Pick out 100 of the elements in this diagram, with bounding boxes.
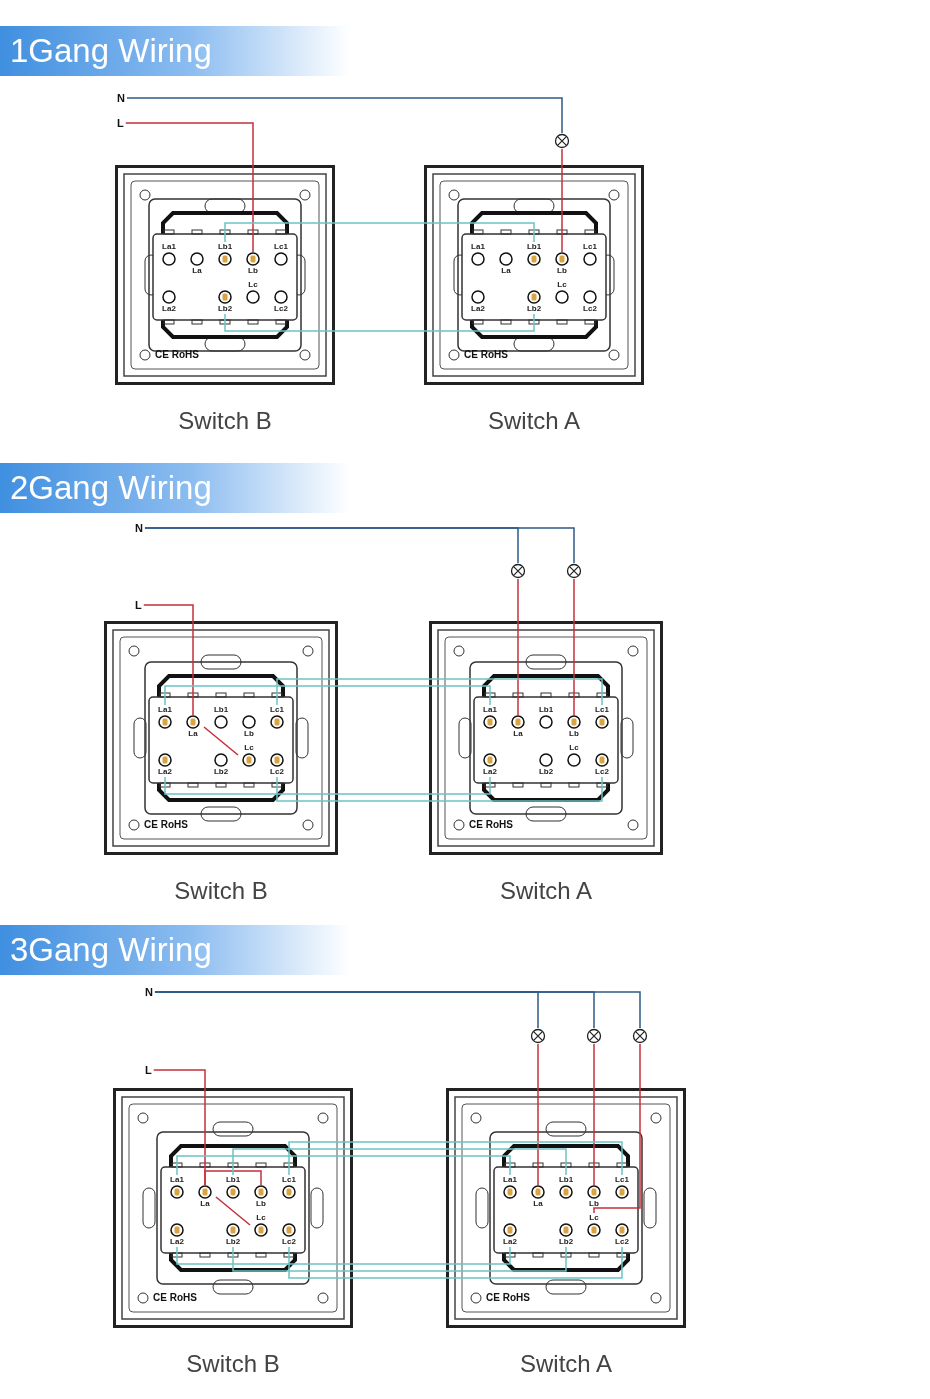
wire	[232, 1148, 567, 1176]
wire-label: L	[115, 117, 126, 129]
terminal-label: La	[188, 729, 198, 739]
terminal-label: Lc	[589, 1213, 599, 1223]
terminal-label: La	[501, 266, 511, 276]
terminal-label: La2	[170, 1237, 184, 1247]
terminal-label: Lb2	[213, 767, 229, 777]
switch-label: Switch B	[185, 1350, 281, 1378]
terminal-label: Lc	[256, 1213, 266, 1223]
certification-mark: CE RoHS	[486, 1292, 530, 1303]
wire	[224, 313, 535, 332]
terminal-label: Lb	[557, 266, 567, 276]
lamp-symbol	[632, 1028, 648, 1044]
wire	[215, 1196, 251, 1226]
terminal-label: La	[192, 266, 202, 276]
terminal-label: Lc	[569, 743, 579, 753]
terminal-label: Lb1	[213, 705, 229, 715]
terminal-label: Lb1	[538, 705, 554, 715]
wire	[203, 726, 239, 756]
terminal-label: La2	[162, 304, 176, 314]
switch-label: Switch B	[177, 407, 273, 435]
wire	[537, 1043, 539, 1186]
wire	[276, 678, 603, 706]
terminal-label: La2	[471, 304, 485, 314]
terminal-label: La1	[503, 1175, 517, 1185]
wire	[593, 1043, 641, 1214]
wire	[224, 222, 535, 243]
terminal-label: La2	[483, 767, 497, 777]
terminal-label: Lb2	[217, 304, 233, 314]
wire	[232, 1246, 567, 1272]
terminal-label: Lc1	[595, 705, 609, 715]
terminal-label: Lb	[256, 1199, 266, 1209]
terminal-label: La	[513, 729, 523, 739]
terminal-label: Lc	[248, 280, 258, 290]
wire	[126, 97, 563, 134]
wire	[276, 776, 603, 802]
switch-label: Switch A	[518, 1350, 613, 1378]
wire-label: L	[143, 1064, 154, 1076]
terminal-label: Lc1	[583, 242, 597, 252]
certification-mark: CE RoHS	[153, 1292, 197, 1303]
certification-mark: CE RoHS	[144, 819, 188, 830]
terminal-label: Lb2	[558, 1237, 574, 1247]
terminal-label: Lc2	[282, 1237, 296, 1247]
terminal-label: La1	[170, 1175, 184, 1185]
terminal-label: Lb	[244, 729, 254, 739]
terminal-label: Lb	[589, 1199, 599, 1209]
wire	[125, 122, 254, 253]
terminal-label: Lb2	[526, 304, 542, 314]
lamp-symbol	[510, 563, 526, 579]
terminal-label: La1	[162, 242, 176, 252]
certification-mark: CE RoHS	[155, 349, 199, 360]
wire	[164, 776, 491, 795]
wire-label: N	[133, 522, 145, 534]
terminal-label: La	[200, 1199, 210, 1209]
wire	[143, 604, 194, 716]
terminal-label: Lb	[248, 266, 258, 276]
wire-label: N	[115, 92, 127, 104]
wire	[573, 578, 575, 716]
terminal-label: La1	[158, 705, 172, 715]
terminal-label: Lc	[244, 743, 254, 753]
wire	[561, 148, 563, 253]
wire	[288, 1246, 623, 1279]
lamp-symbol	[586, 1028, 602, 1044]
switch-label: Switch B	[173, 877, 269, 905]
lamp-symbol	[530, 1028, 546, 1044]
terminal-label: Lc1	[274, 242, 288, 252]
certification-mark: CE RoHS	[464, 349, 508, 360]
lamp-symbol	[554, 133, 570, 149]
terminal-label: Lb1	[558, 1175, 574, 1185]
wire	[164, 685, 491, 706]
terminal-label: Lc1	[615, 1175, 629, 1185]
wire	[204, 1170, 262, 1186]
terminal-label: Lc2	[274, 304, 288, 314]
wire	[288, 1141, 623, 1176]
terminal-label: Lc2	[270, 767, 284, 777]
wire-label: N	[143, 986, 155, 998]
wire	[517, 578, 519, 716]
terminal-label: Lb1	[225, 1175, 241, 1185]
lamp-symbol	[566, 563, 582, 579]
wire	[176, 1246, 511, 1265]
terminal-label: Lb2	[538, 767, 554, 777]
terminal-label: Lc2	[615, 1237, 629, 1247]
terminal-label: La2	[503, 1237, 517, 1247]
certification-mark: CE RoHS	[469, 819, 513, 830]
terminal-label: Lc1	[270, 705, 284, 715]
wire	[593, 1043, 595, 1186]
terminal-label: Lc2	[595, 767, 609, 777]
terminal-label: Lb2	[225, 1237, 241, 1247]
terminal-label: Lb	[569, 729, 579, 739]
terminal-label: Lc1	[282, 1175, 296, 1185]
terminal-label: Lb1	[526, 242, 542, 252]
terminal-label: La1	[483, 705, 497, 715]
switch-label: Switch A	[486, 407, 581, 435]
terminal-label: La	[533, 1199, 543, 1209]
terminal-label: Lc	[557, 280, 567, 290]
switch-label: Switch A	[498, 877, 593, 905]
terminal-label: Lb1	[217, 242, 233, 252]
terminal-label: La2	[158, 767, 172, 777]
terminal-label: La1	[471, 242, 485, 252]
wire-label: L	[133, 599, 144, 611]
